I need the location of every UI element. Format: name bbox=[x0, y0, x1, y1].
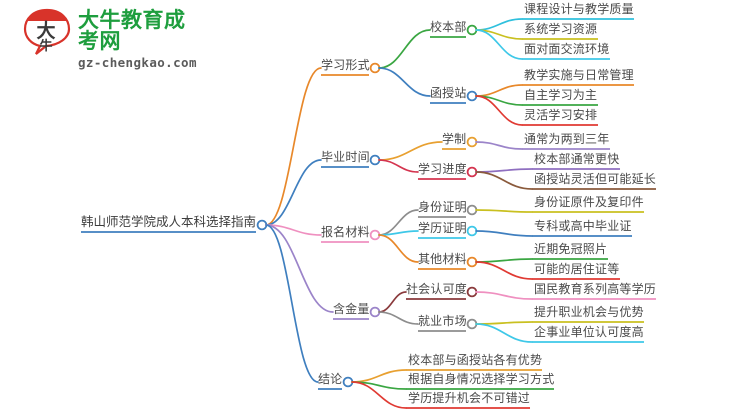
logo-subtitle: gz-chengkao.com bbox=[78, 55, 197, 70]
mindmap-sub-label-0-1: 函授站 bbox=[429, 86, 467, 100]
edge-branch-4-leaf-2 bbox=[351, 381, 407, 409]
mindmap-leaf-label-3-1-1: 企事业单位认可度高 bbox=[534, 325, 644, 339]
edge-sub-3-1-leaf-0 bbox=[475, 321, 533, 325]
edge-branch-2-sub-1 bbox=[378, 230, 419, 236]
mindmap-leaf-label-0-0-2: 面对面交流环境 bbox=[524, 42, 610, 56]
edge-sub-2-2-leaf-1 bbox=[475, 261, 533, 280]
edge-sub-3-0-leaf-0 bbox=[475, 291, 533, 300]
edge-root-to-branch-1 bbox=[265, 159, 322, 226]
mindmap-sub-node-0-1[interactable] bbox=[466, 90, 478, 102]
edge-branch-1-sub-0 bbox=[378, 141, 443, 161]
mindmap-sub-label-3-0: 社会认可度 bbox=[405, 282, 467, 296]
logo-title: 大牛教育成考网 bbox=[78, 8, 186, 53]
mindmap-leaf-label-1-1-0: 校本部通常更快 bbox=[534, 152, 620, 166]
mindmap-leaf-label-3-0-0: 国民教育系列高等学历 bbox=[534, 282, 657, 296]
mindmap-leaf-label-4-2: 学历提升机会不可错过 bbox=[408, 391, 531, 405]
edge-sub-1-1-leaf-1 bbox=[475, 171, 533, 190]
mindmap-sub-node-0-0[interactable] bbox=[466, 24, 478, 36]
mindmap-sub-node-2-2[interactable] bbox=[466, 256, 478, 268]
svg-text:牛: 牛 bbox=[39, 38, 52, 54]
mindmap-branch-node-4[interactable] bbox=[342, 376, 354, 388]
edge-sub-0-1-leaf-0 bbox=[475, 84, 523, 97]
edge-branch-3-sub-0 bbox=[378, 291, 407, 313]
mindmap-sub-node-3-1[interactable] bbox=[466, 318, 478, 330]
mindmap-sub-label-2-2: 其他材料 bbox=[417, 252, 467, 266]
edge-sub-0-0-leaf-2 bbox=[475, 29, 523, 60]
mindmap-sub-label-3-1: 就业市场 bbox=[417, 314, 467, 328]
edge-root-to-branch-4 bbox=[265, 224, 319, 383]
edge-sub-2-1-leaf-0 bbox=[475, 230, 533, 237]
mindmap-leaf-label-1-1-1: 函授站灵活但可能延长 bbox=[534, 172, 657, 186]
edge-root-to-branch-0 bbox=[265, 67, 322, 226]
mindmap-leaf-label-0-1-1: 自主学习为主 bbox=[524, 88, 598, 102]
svg-text:大: 大 bbox=[36, 19, 55, 42]
mindmap-sub-node-1-1[interactable] bbox=[466, 166, 478, 178]
edge-sub-2-2-leaf-0 bbox=[475, 258, 533, 263]
mindmap-sub-node-2-0[interactable] bbox=[466, 204, 478, 216]
mindmap-branch-label-3: 含金量 bbox=[332, 302, 370, 316]
mindmap-leaf-label-0-1-2: 灵活学习安排 bbox=[524, 108, 598, 122]
mindmap-branch-node-1[interactable] bbox=[369, 154, 381, 166]
mindmap-branch-label-2: 报名材料 bbox=[320, 225, 370, 239]
mindmap-root-label: 韩山师范学院成人本科选择指南 bbox=[80, 214, 256, 229]
mindmap-leaf-label-0-0-0: 课程设计与教学质量 bbox=[524, 2, 634, 16]
edge-branch-2-sub-2 bbox=[378, 234, 419, 263]
mindmap-sub-label-1-1: 学习进度 bbox=[417, 162, 467, 176]
mindmap-leaf-label-0-0-1: 系统学习资源 bbox=[524, 22, 598, 36]
edge-sub-1-0-leaf-0 bbox=[475, 141, 523, 150]
mindmap-sub-label-2-0: 身份证明 bbox=[417, 200, 467, 214]
dainiu-speech-bubble-logo-icon: 大 牛 bbox=[23, 8, 71, 55]
mindmap-sub-label-2-1: 学历证明 bbox=[417, 221, 467, 235]
edge-branch-3-sub-1 bbox=[378, 311, 419, 325]
edge-branch-4-leaf-0 bbox=[351, 369, 407, 383]
mindmap-branch-label-1: 毕业时间 bbox=[320, 150, 370, 164]
edge-sub-1-1-leaf-0 bbox=[475, 168, 533, 173]
mindmap-leaf-label-2-2-0: 近期免冠照片 bbox=[534, 242, 608, 256]
mindmap-sub-node-1-0[interactable] bbox=[466, 136, 478, 148]
site-logo[interactable]: 大 牛 大牛教育成考网 gz-chengkao.com bbox=[22, 6, 202, 69]
edge-root-to-branch-3 bbox=[265, 224, 334, 313]
mindmap-branch-label-4: 结论 bbox=[317, 372, 343, 386]
edge-sub-0-0-leaf-0 bbox=[475, 18, 523, 31]
mindmap-leaf-label-3-1-0: 提升职业机会与优势 bbox=[534, 305, 644, 319]
mindmap-branch-node-3[interactable] bbox=[369, 306, 381, 318]
logo-text-block: 大牛教育成考网 gz-chengkao.com bbox=[78, 10, 202, 70]
edge-sub-3-1-leaf-1 bbox=[475, 323, 533, 343]
mindmap-branch-label-0: 学习形式 bbox=[320, 58, 370, 72]
mindmap-leaf-label-1-0-0: 通常为两到三年 bbox=[524, 132, 610, 146]
mindmap-leaf-label-4-1: 根据自身情况选择学习方式 bbox=[408, 372, 555, 386]
mindmap-leaf-label-0-1-0: 教学实施与日常管理 bbox=[524, 68, 634, 82]
mindmap-root-node[interactable] bbox=[256, 219, 268, 231]
edge-branch-0-sub-1 bbox=[378, 67, 431, 97]
edge-sub-0-1-leaf-2 bbox=[475, 95, 523, 126]
mindmap-leaf-label-4-0: 校本部与函授站各有优势 bbox=[408, 353, 543, 367]
mindmap-sub-label-0-0: 校本部 bbox=[429, 20, 467, 34]
mindmap-sub-node-3-0[interactable] bbox=[466, 286, 478, 298]
mindmap-branch-node-0[interactable] bbox=[369, 62, 381, 74]
edge-branch-1-sub-1 bbox=[378, 159, 419, 173]
mindmap-leaf-label-2-0-0: 身份证原件及复印件 bbox=[534, 195, 644, 209]
mindmap-sub-node-2-1[interactable] bbox=[466, 225, 478, 237]
edge-branch-0-sub-0 bbox=[378, 29, 431, 69]
mindmap-leaf-label-2-1-0: 专科或高中毕业证 bbox=[534, 219, 632, 233]
edge-sub-2-0-leaf-0 bbox=[475, 209, 533, 213]
mindmap-leaf-label-2-2-1: 可能的居住证等 bbox=[534, 262, 620, 276]
mindmap-sub-label-1-0: 学制 bbox=[441, 132, 467, 146]
mindmap-branch-node-2[interactable] bbox=[369, 229, 381, 241]
